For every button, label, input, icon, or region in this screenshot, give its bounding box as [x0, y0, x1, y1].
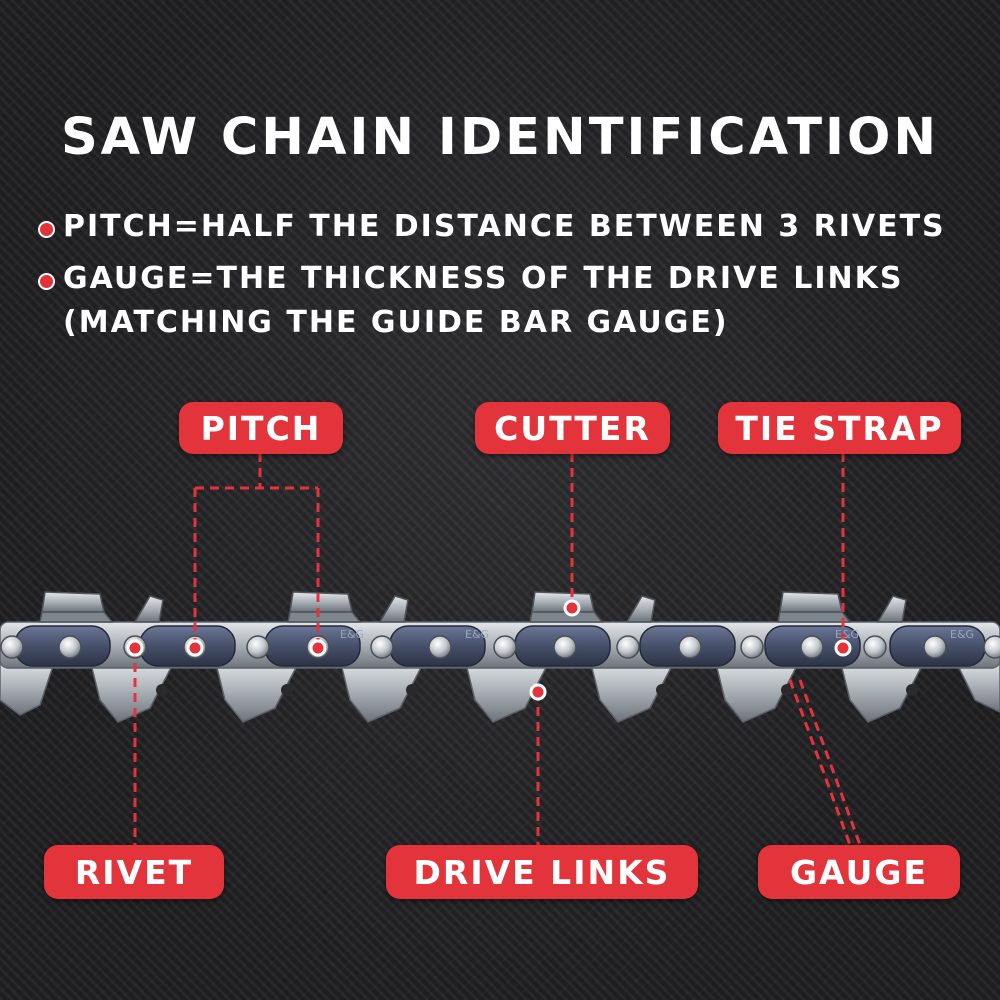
rivet [58, 635, 82, 659]
leader-lines [133, 453, 862, 846]
cutter-body [529, 611, 604, 623]
page-title: SAW CHAIN IDENTIFICATION [60, 108, 940, 167]
drive-links-label: DRIVE LINKS [386, 845, 698, 899]
cutter-dot [563, 599, 581, 617]
tie-strap-label: TIE STRAP [718, 402, 961, 454]
definition-list: PITCH=HALF THE DISTANCE BETWEEN 3 RIVETS… [38, 205, 978, 353]
rivet [740, 635, 764, 659]
gauge-leader-a [788, 679, 852, 846]
cutter-body [39, 611, 114, 623]
depth-gauge [378, 595, 409, 623]
rivet [923, 635, 947, 659]
rivet-label: RIVET [44, 845, 224, 899]
rivet [553, 635, 577, 659]
cutter-body [287, 611, 362, 623]
rivet [678, 635, 702, 659]
link-stamp: E&G [950, 628, 974, 641]
pitch-definition: PITCH=HALF THE DISTANCE BETWEEN 3 RIVETS [38, 205, 978, 249]
pitch-left-dot [186, 639, 204, 657]
rivet [863, 635, 887, 659]
rivet [616, 635, 640, 659]
red-bullet-icon [38, 221, 55, 238]
drive-links-row [0, 659, 1000, 723]
rivet-dot [126, 639, 144, 657]
rivet [983, 635, 1000, 659]
rivet [428, 635, 452, 659]
cutter-top-plate [41, 591, 105, 613]
gauge-leader-b [798, 679, 862, 846]
link-stamp: E&G [465, 628, 489, 641]
pitch-definition-text: PITCH=HALF THE DISTANCE BETWEEN 3 RIVETS [63, 209, 946, 244]
cutter-body [777, 611, 852, 623]
depth-gauge [625, 595, 656, 623]
indicator-dots [126, 599, 852, 701]
link-stamp: E&G [340, 628, 364, 641]
cutter-label: CUTTER [475, 402, 670, 454]
drive-link-holes [156, 684, 918, 696]
rivet [370, 635, 394, 659]
drive-link-dot [529, 683, 547, 701]
rivet [246, 635, 270, 659]
tie-strap-dot [834, 639, 852, 657]
cutter-top-plate [779, 591, 843, 613]
gauge-definition-text: GAUGE=THE THICKNESS OF THE DRIVE LINKS (… [63, 261, 904, 340]
link-stamp: E&G [835, 628, 859, 641]
depth-gauge [133, 595, 164, 623]
rivet [0, 635, 24, 659]
cutter-top-plate [289, 591, 353, 613]
rivet [800, 635, 824, 659]
cutter-top-plate [531, 591, 595, 613]
red-bullet-icon [38, 273, 55, 290]
depth-gauge [876, 595, 907, 623]
pitch-label: PITCH [179, 402, 343, 454]
gauge-label: GAUGE [758, 845, 960, 899]
cutters [39, 591, 907, 623]
gauge-definition: GAUGE=THE THICKNESS OF THE DRIVE LINKS (… [38, 257, 978, 345]
rivet [493, 635, 517, 659]
pitch-right-dot [309, 639, 327, 657]
